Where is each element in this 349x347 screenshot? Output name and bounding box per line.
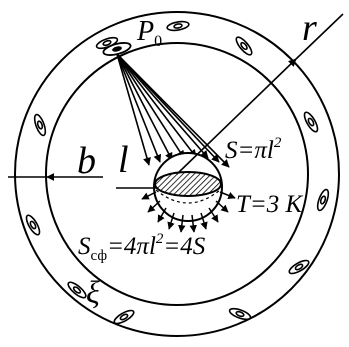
outer-circle (14, 11, 340, 337)
galaxy-icon (288, 259, 310, 275)
label-b: b (77, 140, 96, 182)
label-xi: ξ (86, 274, 100, 310)
galaxy-icon (113, 309, 135, 325)
source-galaxy-icon (102, 42, 132, 56)
galaxy-icon (33, 113, 47, 137)
galaxy-icon (228, 307, 252, 321)
label-s-area: S=πl2 (225, 135, 282, 164)
label-p0: P0 (136, 16, 162, 50)
galaxy-icon (303, 111, 319, 133)
radius-line (176, 58, 297, 175)
label-temperature: T=3 K (236, 191, 304, 218)
ring-galaxies (25, 20, 330, 325)
galaxy-icon (166, 20, 190, 32)
label-sphere-area: Sсф=4πl2=4S (78, 231, 206, 264)
galaxy-icon (95, 36, 119, 50)
label-r: r (302, 7, 317, 49)
galaxy-icon (316, 188, 330, 212)
cross-section-disk (154, 171, 222, 197)
label-l: l (118, 139, 129, 181)
galaxy-icon (25, 214, 41, 236)
incoming-rays (116, 53, 230, 168)
inner-circle (45, 42, 309, 306)
radius-line-extension (295, 13, 344, 60)
emitted-rays (141, 191, 236, 233)
galaxy-icon (235, 36, 253, 56)
central-sphere (153, 152, 223, 222)
galaxy-icon (67, 281, 87, 299)
